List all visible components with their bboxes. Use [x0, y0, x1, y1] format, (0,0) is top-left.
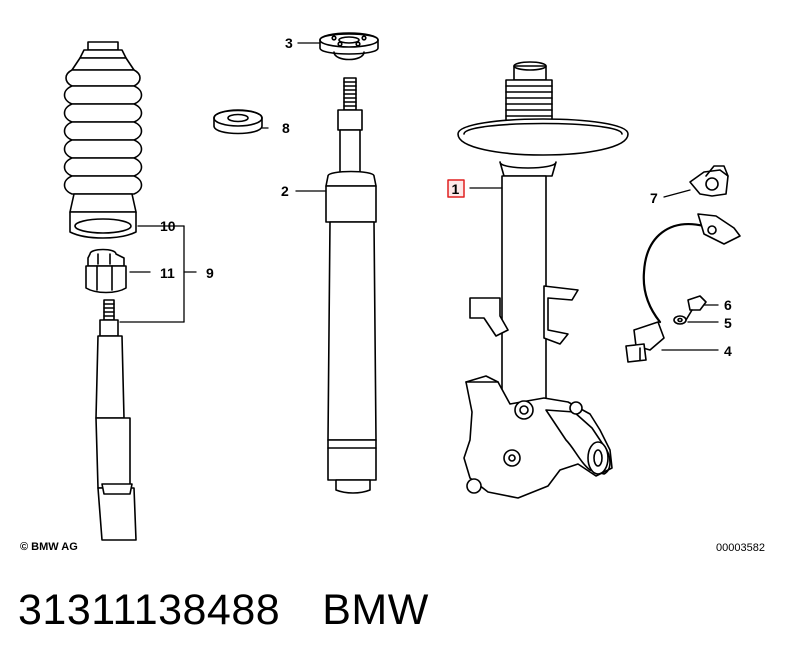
brand-name: BMW — [322, 586, 429, 634]
copyright-notice: © BMW AG — [20, 541, 78, 553]
spring-strut — [457, 61, 629, 405]
part-number: 31311138488 — [18, 586, 281, 634]
callout-9[interactable]: 9 — [206, 265, 214, 281]
stop-buffer — [85, 248, 127, 294]
callout-6[interactable]: 6 — [724, 297, 732, 313]
callout-1-highlight — [447, 179, 465, 198]
callout-2[interactable]: 2 — [281, 183, 289, 199]
hex-bolt — [685, 295, 707, 321]
support-bearing — [319, 32, 379, 61]
pulse-generator-cable — [642, 213, 741, 324]
callout-1[interactable]: 1 — [452, 181, 460, 197]
callout-11[interactable]: 11 — [160, 265, 175, 281]
pulse-generator-sensor — [625, 321, 665, 363]
steering-knuckle — [463, 375, 613, 499]
piston-rod-assembly — [95, 299, 137, 541]
bolt-washer — [673, 315, 687, 325]
callout-5[interactable]: 5 — [724, 315, 732, 331]
callout-bracket-9 — [119, 225, 197, 323]
leader-lines — [261, 42, 719, 351]
callout-3[interactable]: 3 — [285, 35, 293, 51]
callout-10[interactable]: 10 — [160, 218, 176, 234]
cable-clip — [689, 165, 729, 197]
washer — [213, 109, 263, 135]
callout-4[interactable]: 4 — [724, 343, 732, 359]
shock-absorber — [325, 77, 377, 494]
callout-7[interactable]: 7 — [650, 190, 658, 206]
image-number: 00003582 — [716, 542, 765, 554]
part-caption: 31311138488 BMW — [18, 586, 429, 635]
protective-boot — [63, 41, 143, 239]
callout-8[interactable]: 8 — [282, 120, 290, 136]
